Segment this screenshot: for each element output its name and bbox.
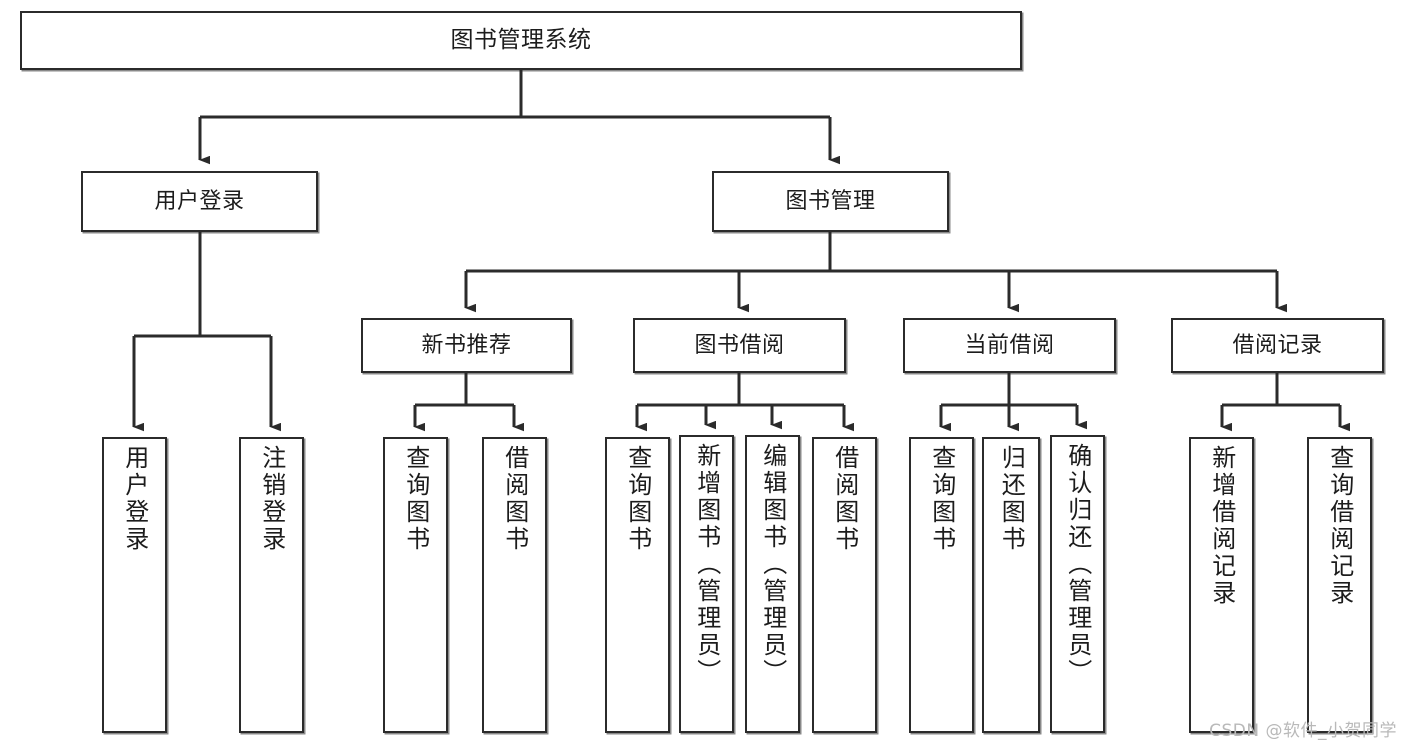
node-label: 新书推荐 (421, 332, 512, 358)
node-label: 新增图书（管理员） (692, 443, 721, 686)
node-label: 图书管理系统 (450, 26, 592, 53)
node-leaf-query-record[interactable]: 查询借阅记录 (1307, 437, 1372, 733)
node-leaf-query-book-borrow[interactable]: 查询图书 (605, 437, 670, 733)
node-book-borrow[interactable]: 图书借阅 (633, 318, 846, 373)
node-current-borrow[interactable]: 当前借阅 (903, 318, 1116, 373)
node-label: 查询图书 (927, 445, 956, 553)
node-label: 确认归还（管理员） (1063, 443, 1092, 686)
node-label: 用户登录 (154, 188, 245, 214)
node-new-book-recommend[interactable]: 新书推荐 (361, 318, 572, 373)
node-label: 编辑图书（管理员） (758, 443, 787, 686)
node-leaf-edit-book[interactable]: 编辑图书（管理员） (745, 435, 800, 733)
node-leaf-borrow-book[interactable]: 借阅图书 (812, 437, 877, 733)
node-label: 借阅记录 (1232, 332, 1323, 358)
node-leaf-borrow-book-recommend[interactable]: 借阅图书 (482, 437, 547, 733)
node-label: 用户登录 (120, 445, 149, 553)
node-leaf-query-book-current[interactable]: 查询图书 (909, 437, 974, 733)
node-leaf-query-book-recommend[interactable]: 查询图书 (383, 437, 448, 733)
node-leaf-add-record[interactable]: 新增借阅记录 (1189, 437, 1254, 733)
node-label: 图书管理 (785, 188, 876, 214)
node-label: 查询借阅记录 (1325, 445, 1354, 607)
csdn-watermark: CSDN @软件_小贺同学 (1209, 721, 1397, 741)
node-label: 借阅图书 (500, 445, 529, 553)
node-leaf-confirm-return[interactable]: 确认归还（管理员） (1050, 435, 1105, 733)
node-label: 归还图书 (997, 445, 1026, 553)
node-borrow-record[interactable]: 借阅记录 (1171, 318, 1384, 373)
node-label: 查询图书 (623, 445, 652, 553)
node-leaf-add-book[interactable]: 新增图书（管理员） (679, 435, 734, 733)
node-label: 借阅图书 (830, 445, 859, 553)
node-label: 图书借阅 (694, 332, 785, 358)
node-leaf-return-book[interactable]: 归还图书 (982, 437, 1040, 733)
node-label: 查询图书 (401, 445, 430, 553)
node-leaf-user-logout[interactable]: 注销登录 (239, 437, 304, 733)
node-label: 当前借阅 (964, 332, 1055, 358)
node-leaf-user-login[interactable]: 用户登录 (102, 437, 167, 733)
node-book-management[interactable]: 图书管理 (712, 171, 949, 232)
node-label: 注销登录 (257, 445, 286, 553)
node-user-login[interactable]: 用户登录 (81, 171, 318, 232)
node-root-system[interactable]: 图书管理系统 (20, 11, 1022, 70)
node-label: 新增借阅记录 (1207, 445, 1236, 607)
